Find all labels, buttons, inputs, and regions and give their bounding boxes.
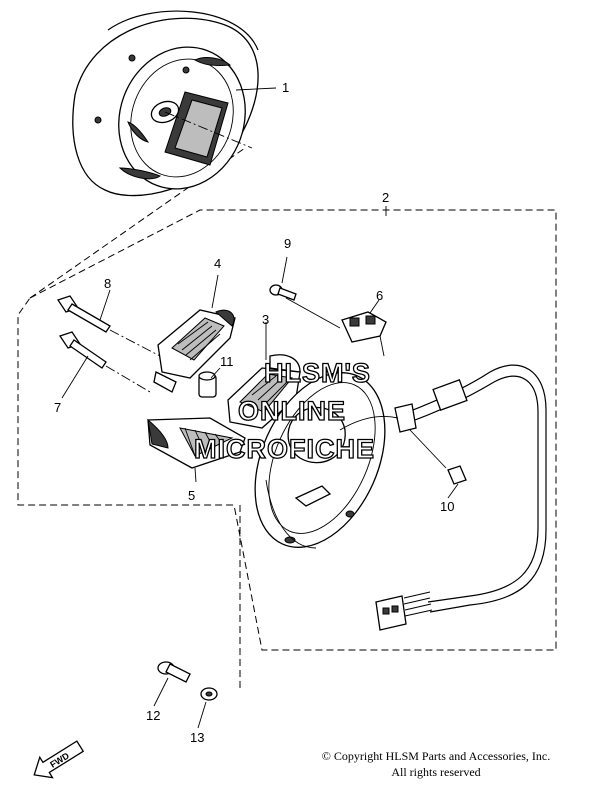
watermark-line3: MICROFICHE xyxy=(194,434,375,464)
bolt-8 xyxy=(56,289,161,357)
callout-3: 3 xyxy=(262,312,269,327)
callout-10: 10 xyxy=(440,499,454,514)
neutral-switch xyxy=(285,297,387,357)
callout-5: 5 xyxy=(188,488,195,503)
callout-9: 9 xyxy=(284,236,291,251)
bolt-12 xyxy=(153,661,191,707)
callout-13: 13 xyxy=(190,730,204,745)
callout-8: 8 xyxy=(104,276,111,291)
copyright-notice: © Copyright HLSM Parts and Accessories, … xyxy=(250,748,612,780)
washer-13 xyxy=(197,687,218,729)
callout-2: 2 xyxy=(382,190,389,205)
watermark-line1: HLSM'S xyxy=(264,358,371,388)
flywheel-rotor xyxy=(72,10,277,197)
wiring-harness xyxy=(339,364,547,631)
collar xyxy=(198,367,221,398)
source-coil xyxy=(227,322,301,429)
callout-7: 7 xyxy=(54,400,61,415)
screw-10 xyxy=(447,465,467,499)
assembly-boundary xyxy=(17,209,557,651)
stator-base-plate xyxy=(254,372,386,549)
callout-11: 11 xyxy=(220,354,234,369)
copyright-line2: All rights reserved xyxy=(391,765,481,779)
callout-1: 1 xyxy=(282,80,289,95)
fwd-arrow-icon: FWD xyxy=(33,740,85,779)
bolt-7 xyxy=(58,331,151,399)
callout-4: 4 xyxy=(214,256,221,271)
watermark: HLSM'S ONLINE MICROFICHE xyxy=(193,357,375,464)
watermark-line2: ONLINE xyxy=(238,396,346,426)
screw-9 xyxy=(269,256,297,301)
charge-coil xyxy=(153,274,236,393)
copyright-line1: © Copyright HLSM Parts and Accessories, … xyxy=(321,749,551,763)
lighting-coil xyxy=(147,417,246,483)
callout-12: 12 xyxy=(146,708,160,723)
callout-6: 6 xyxy=(376,288,383,303)
